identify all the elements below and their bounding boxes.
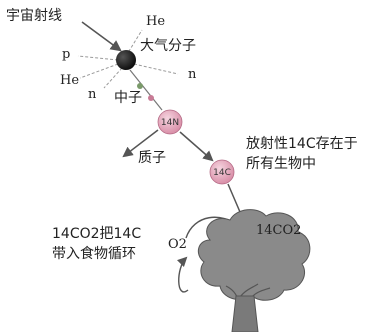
food-cycle-label-line2: 带入食物循环 [52, 245, 136, 262]
n14-label: 14N [161, 118, 179, 128]
neutron-dot-1 [137, 83, 143, 89]
n-right-label: n [188, 67, 197, 82]
co2-c14-label: 14CO2 [256, 223, 301, 238]
c14-nucleus-icon [209, 159, 235, 185]
atmosphere-molecule-icon [116, 50, 136, 70]
scatter-line-he-left [79, 63, 119, 79]
proton-label: 质子 [138, 150, 166, 166]
c14-label: 14C [213, 168, 231, 178]
c14-exists-label-line1: 放射性14C存在于 [246, 136, 358, 152]
neutron-label: 中子 [114, 90, 142, 106]
atmosphere-molecule-label: 大气分子 [140, 38, 196, 54]
he-top-label: He [146, 14, 165, 29]
n14-to-c14-arrow [179, 131, 214, 162]
scatter-line-n-right [133, 63, 179, 75]
c14-exists-label-line2: 所有生物中 [246, 156, 316, 172]
scatter-line-p [77, 55, 119, 61]
neutron-path [129, 69, 163, 111]
food-cycle-label-line1: 14CO2把14C [52, 226, 141, 242]
cosmic-rays-label: 宇宙射线 [6, 8, 62, 24]
n-left-label: n [88, 87, 97, 102]
tree-icon [197, 209, 311, 332]
n14-nucleus-icon [157, 109, 183, 135]
o2-label: O2 [168, 237, 187, 252]
proton-arrow [122, 129, 159, 158]
scatter-line-n-left [103, 67, 123, 89]
neutron-dot-2 [148, 95, 154, 101]
p-label: p [62, 47, 70, 62]
cosmic-ray-arrow [81, 21, 122, 52]
food-cycle-curve-arrow [176, 256, 189, 293]
he-left-label: He [60, 73, 79, 88]
